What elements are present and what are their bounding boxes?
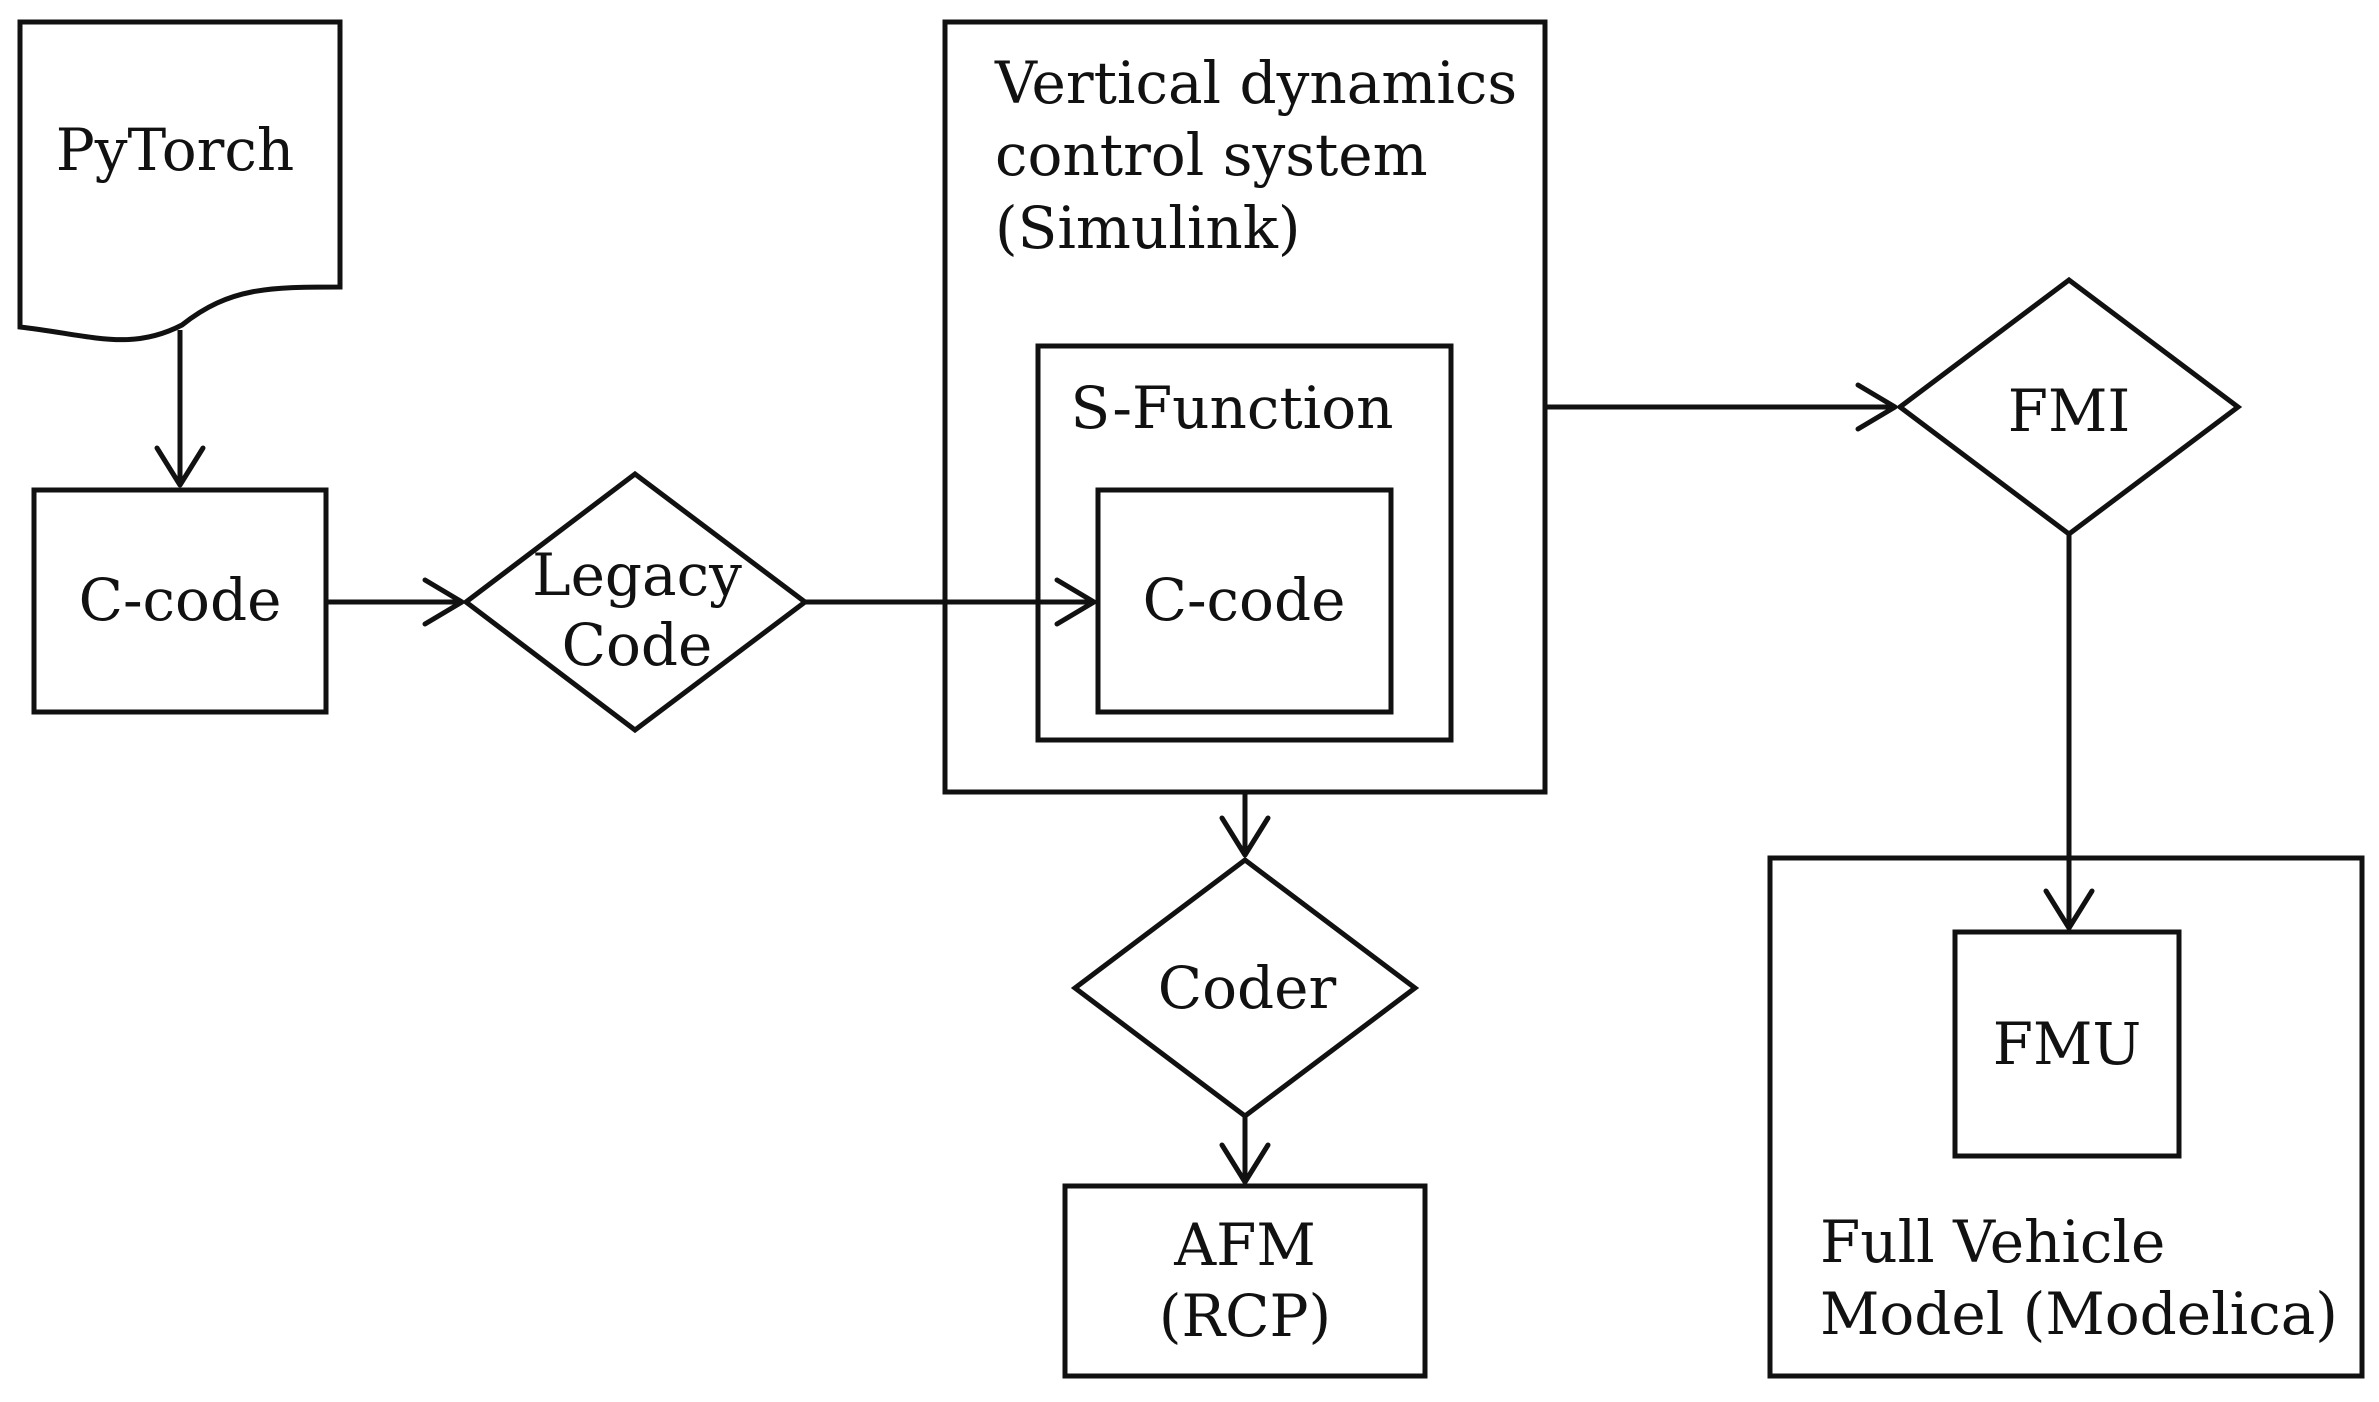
fmi-label: FMI: [2008, 377, 2131, 445]
arrowhead-simulink-to-coder: [1219, 815, 1271, 858]
simulink-label-line1: Vertical dynamics: [994, 49, 1517, 117]
s-function-label: S-Function: [1070, 374, 1393, 442]
arrowhead-legacy-to-inner-ccode: [1054, 577, 1097, 627]
afm-label-line2: (RCP): [1159, 1282, 1331, 1350]
fmu-label: FMU: [1993, 1010, 2142, 1078]
c-code-left-label: C-code: [79, 566, 282, 634]
c-code-inner-label: C-code: [1143, 566, 1346, 634]
legacy-code-label-line2: Code: [562, 611, 713, 679]
fmi-diamond: [1895, 276, 2243, 538]
s-function-box: [1035, 343, 1454, 743]
pytorch-label: PyTorch: [56, 116, 294, 184]
arrowhead-pytorch-to-ccode: [154, 445, 206, 488]
vehicle-model-box: [1767, 855, 2365, 1379]
arrowhead-coder-to-afm: [1219, 1142, 1271, 1185]
fmu-box: [1952, 929, 2182, 1159]
simulink-label-line2: control system: [995, 121, 1428, 189]
coder-label: Coder: [1158, 954, 1337, 1022]
coder-diamond: [1070, 856, 1420, 1120]
vehicle-model-label-line2: Model (Modelica): [1820, 1280, 2338, 1348]
simulink-label-line3: (Simulink): [995, 194, 1301, 262]
afm-box: [1062, 1183, 1428, 1379]
c-code-inner-box: [1095, 487, 1394, 715]
legacy-code-label-line1: Legacy: [532, 541, 742, 609]
vehicle-model-label-line1: Full Vehicle: [1820, 1208, 2165, 1276]
pytorch-document-shape: [17, 19, 343, 343]
arrowhead-fmi-to-fmu: [2043, 888, 2095, 931]
afm-label-line1: AFM: [1173, 1211, 1316, 1279]
arrowhead-simulink-to-fmi: [1855, 382, 1898, 432]
